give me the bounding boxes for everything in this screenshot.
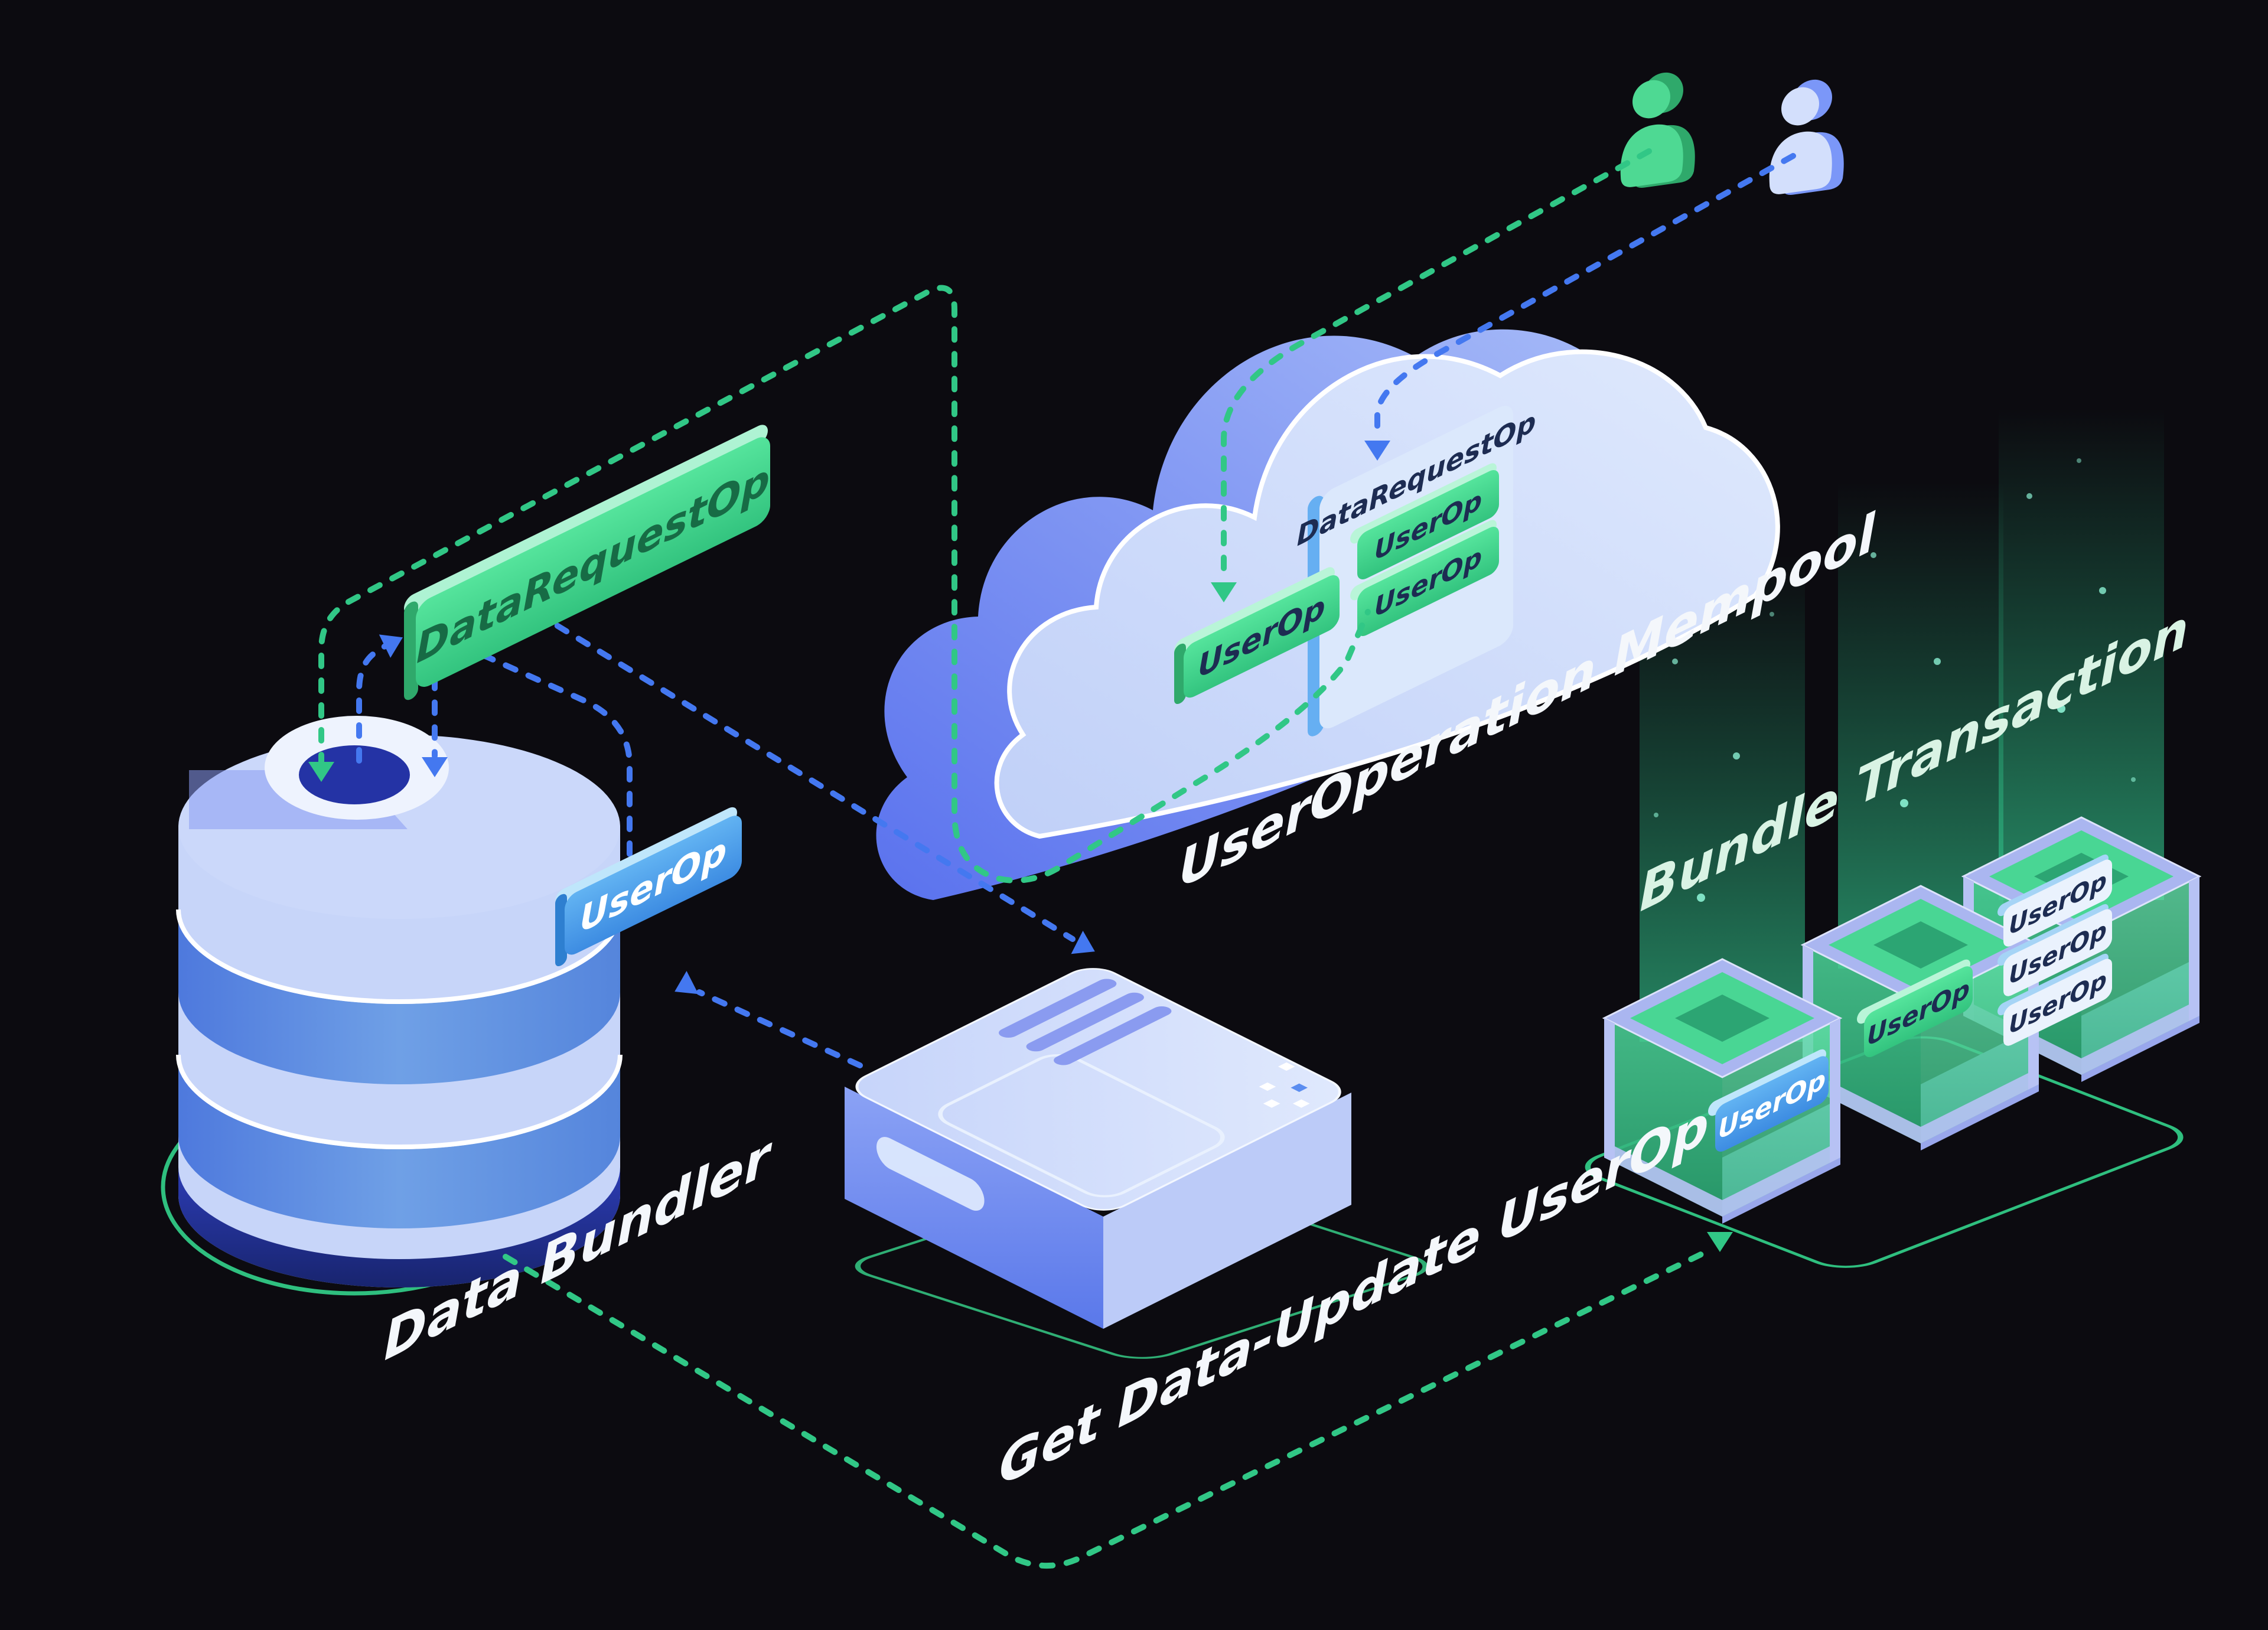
arrow-icon-blue-userop (674, 971, 699, 995)
vent-bar (1054, 1006, 1172, 1065)
cloud-icon: DataRequestOp UserOp UserOp UserOp (876, 329, 1780, 900)
vent-bar (1026, 992, 1144, 1052)
server-icon (845, 968, 1351, 1329)
arrow-icon-blue-server (1071, 931, 1095, 954)
cube-edge (2189, 876, 2199, 1021)
cube-edge (1604, 1018, 1615, 1163)
data-bundler-group (161, 716, 623, 1296)
server-top-outline (938, 1054, 1225, 1198)
arrow-icon-blue-panel (1364, 441, 1390, 461)
cube-bottom-band (1921, 1068, 2039, 1143)
cube-top-core (1873, 921, 1968, 969)
cube-bottom-band (1604, 1141, 1722, 1217)
user-icon-green (1620, 72, 1695, 188)
cylinder-band (178, 912, 620, 1084)
arrow-icon-blue-pill (379, 634, 403, 658)
arrow-icon-green-db (308, 762, 334, 782)
user-icon-blue (1769, 79, 1844, 195)
cylinder-hole (299, 745, 410, 804)
flow-network (308, 148, 1796, 1569)
server-led (1259, 1082, 1276, 1091)
flow-datarequest-green (318, 285, 1371, 884)
cube-top-core (1675, 995, 1770, 1042)
flow-pill-server-blue (512, 597, 1076, 942)
cube-bottom-band (2081, 999, 2199, 1075)
cylinder-separator (176, 909, 623, 1004)
arrow-icon-green-cloud (1211, 582, 1237, 602)
server-slot (876, 1137, 985, 1211)
flow-server-userop-blue (696, 989, 863, 1068)
cube2-userop-pill: UserOp (1857, 959, 1973, 1057)
vent-bar (998, 979, 1117, 1038)
cube3-userop-stack: UserOp UserOp UserOp (1997, 854, 2112, 1046)
bundle-cubes: UserOp UserOp UserOp UserOp UserOp (1602, 816, 2202, 1224)
cylinder-separator (176, 1054, 623, 1149)
cube-bottom-band (1722, 1141, 1840, 1217)
server-led (1278, 1062, 1295, 1071)
arrow-icons (308, 441, 1733, 1252)
flow-user-green (1221, 148, 1652, 582)
server-led (1291, 1083, 1308, 1092)
database-icon (176, 716, 623, 1287)
cylinder-band (178, 1057, 620, 1228)
arrow-icon-blue-db (422, 757, 448, 777)
arrow-icon-green-platform (1707, 1232, 1733, 1252)
server-face-right (1103, 1093, 1351, 1329)
cube-edge (1830, 1018, 1840, 1163)
flow-bundle-green (503, 1249, 1709, 1569)
